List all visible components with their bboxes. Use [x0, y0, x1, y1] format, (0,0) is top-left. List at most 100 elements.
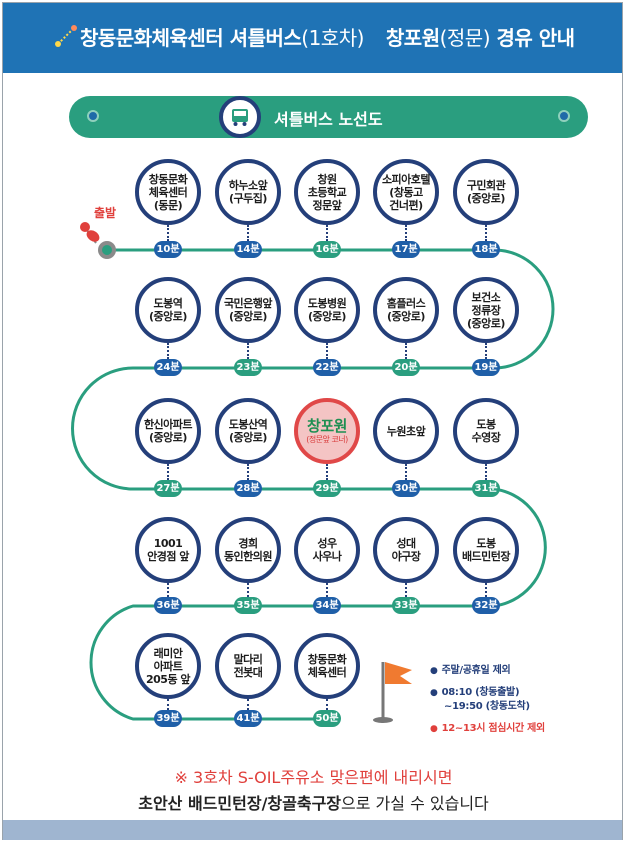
stop-name: 도봉 수영장	[471, 418, 501, 444]
stop-name: 1001 안경점 앞	[147, 537, 189, 563]
stop-name: 보건소 정류장 (중앙로)	[467, 290, 505, 330]
stop-connector	[326, 464, 328, 480]
stop-name-wrap: 창포원(정문앞 코너)	[306, 416, 348, 445]
notice-line2: 초안산 배드민턴장/창골축구장으로 가실 수 있습니다	[0, 790, 627, 814]
stop-connector	[167, 464, 169, 480]
stop-subtitle: (정문앞 코너)	[306, 434, 348, 444]
title-part1: 창동문화체육센터 셔틀버스	[80, 26, 302, 50]
time-badge: 22분	[313, 359, 341, 376]
notice-line1: ※ 3호차 S-OIL주유소 맞은편에 내리시면	[174, 768, 453, 787]
stop-connector	[167, 225, 169, 241]
stop-circle: 국민은행앞 (중앙로)	[215, 277, 281, 343]
notice-rest: 으로 가실 수 있습니다	[341, 794, 489, 813]
stop-name: 도봉산역 (중앙로)	[228, 418, 268, 444]
title-part2: 창포원	[385, 26, 440, 50]
title-part3: 경유 안내	[490, 26, 575, 50]
stop-name: 성우 사우나	[312, 537, 342, 563]
info-hours-start: ●08:10 (창동출발)	[430, 687, 520, 698]
title-paren: (1호차)	[301, 26, 364, 50]
stop-name: 도봉 배드민턴장	[461, 537, 511, 563]
stop-circle: 1001 안경점 앞	[135, 517, 201, 583]
stop-name: 하누소앞 (구두집)	[228, 179, 268, 205]
bus-icon	[232, 109, 248, 126]
stop-name: 홈플러스 (중앙로)	[386, 297, 426, 323]
time-badge: 28분	[234, 480, 262, 497]
stop-connector	[405, 343, 407, 359]
start-pin-icon	[80, 222, 100, 244]
stop-circle: 구민회관 (중앙로)	[453, 159, 519, 225]
stop-circle: 한신아파트 (중앙로)	[135, 398, 201, 464]
stop-circle: 하누소앞 (구두집)	[215, 159, 281, 225]
stop-circle: 경희 동인한의원	[215, 517, 281, 583]
time-badge: 20분	[392, 359, 420, 376]
stop-connector	[485, 343, 487, 359]
time-badge: 41분	[234, 710, 262, 727]
stop-circle: 도봉역 (중앙로)	[135, 277, 201, 343]
stop-circle: 도봉 배드민턴장	[453, 517, 519, 583]
stop-name: 창원 초등학교 정문앞	[307, 172, 347, 212]
stop-connector	[405, 464, 407, 480]
footer-bar	[3, 820, 622, 840]
stop-connector	[167, 699, 169, 710]
route-bar-title: 셔틀버스 노선도	[274, 110, 383, 129]
time-badge: 24분	[154, 359, 182, 376]
stop-circle: 보건소 정류장 (중앙로)	[453, 277, 519, 343]
stop-connector	[167, 343, 169, 359]
time-badge: 32분	[472, 597, 500, 614]
stop-connector	[326, 225, 328, 241]
stop-name: 창동문화 체육센터	[307, 653, 347, 679]
stop-circle: 도봉 수영장	[453, 398, 519, 464]
time-badge: 14분	[234, 241, 262, 258]
time-badge: 50분	[313, 710, 341, 727]
stop-name: 도봉역 (중앙로)	[149, 297, 187, 323]
stop-name: 한신아파트 (중앙로)	[143, 418, 193, 444]
stop-circle: 창원 초등학교 정문앞	[294, 159, 360, 225]
bar-left-dot	[87, 110, 99, 122]
stop-connector	[405, 225, 407, 241]
stop-circle: 성대 야구장	[373, 517, 439, 583]
time-badge: 16분	[313, 241, 341, 258]
stop-circle: 도봉병원 (중앙로)	[294, 277, 360, 343]
stop-name: 소피아호텔 (창동고 건너편)	[381, 172, 431, 212]
notice-highlight: 초안산 배드민턴장/창골축구장	[138, 794, 342, 813]
route-bar	[69, 96, 588, 138]
info-hours-end: ~19:50 (창동도착)	[444, 701, 530, 712]
stop-circle: 창동문화 체육센터	[294, 633, 360, 699]
stop-connector	[247, 343, 249, 359]
time-badge: 23분	[234, 359, 262, 376]
stop-circle: 누원초앞	[373, 398, 439, 464]
stop-connector	[405, 583, 407, 597]
stop-name: 구민회관 (중앙로)	[466, 179, 506, 205]
title-paren2: (정문)	[439, 26, 491, 50]
time-badge: 29분	[313, 480, 341, 497]
stop-name: 도봉병원 (중앙로)	[307, 297, 347, 323]
time-badge: 34분	[313, 597, 341, 614]
stop-connector	[247, 464, 249, 480]
stop-name: 국민은행앞 (중앙로)	[223, 297, 273, 323]
stop-circle: 성우 사우나	[294, 517, 360, 583]
stop-name: 창포원	[307, 416, 347, 435]
info-lunch: ●12~13시 점심시간 제외	[430, 723, 545, 734]
stop-circle: 말다리 전봇대	[215, 633, 281, 699]
page-title: 창동문화체육센터 셔틀버스(1호차) 창포원(정문) 경유 안내	[80, 22, 575, 51]
time-badge: 19분	[472, 359, 500, 376]
stop-circle: 창포원(정문앞 코너)	[294, 398, 360, 464]
stop-name: 창동문화 체육센터 (동문)	[148, 172, 188, 212]
stop-connector	[167, 583, 169, 597]
time-badge: 17분	[392, 241, 420, 258]
time-badge: 31분	[472, 480, 500, 497]
stop-circle: 래미안 아파트 205동 앞	[135, 633, 201, 699]
stop-connector	[247, 583, 249, 597]
stop-name: 경희 동인한의원	[223, 537, 273, 563]
header-banner	[3, 3, 622, 73]
info-weekend: ●주말/공휴일 제외	[430, 665, 511, 676]
stop-name: 말다리 전봇대	[233, 653, 263, 679]
start-point	[102, 245, 112, 255]
start-label: 출발	[94, 206, 117, 220]
time-badge: 18분	[472, 241, 500, 258]
stop-connector	[326, 699, 328, 710]
time-badge: 10분	[154, 241, 182, 258]
stop-connector	[485, 225, 487, 241]
bus-badge	[219, 96, 261, 138]
